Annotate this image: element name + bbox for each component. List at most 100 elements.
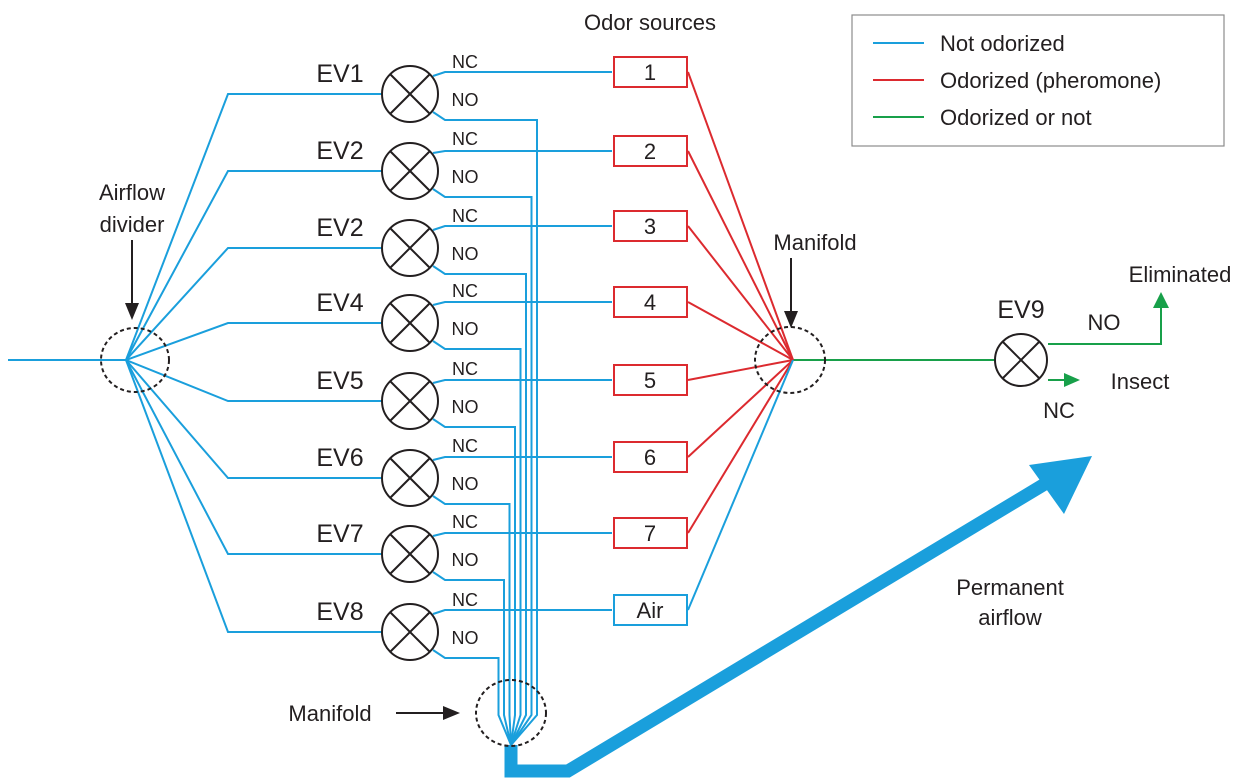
no-label-5: NO — [452, 397, 479, 417]
valve-ev9 — [994, 333, 1048, 387]
odor-source-box-1 — [613, 56, 688, 88]
nc-line-2 — [432, 150, 612, 154]
permanent-airflow-arrowhead — [1029, 456, 1092, 514]
airflow-divider-circle — [100, 327, 170, 393]
odor-source-box-5 — [613, 364, 688, 396]
valve-label-7: EV7 — [316, 520, 363, 548]
valve-cross-b-7 — [389, 533, 431, 575]
valve-label-4: EV4 — [316, 289, 363, 317]
valve-label-1: EV1 — [316, 60, 363, 88]
odor-source-box-3 — [613, 210, 688, 242]
odor-source-label-1: 1 — [644, 60, 656, 85]
bottom-manifold-pointer-head — [443, 706, 460, 720]
valve-7 — [381, 525, 439, 583]
nc-line-1 — [432, 71, 612, 77]
nc-label-5: NC — [452, 359, 478, 379]
odor-sources-label: Odor sources — [584, 10, 716, 35]
source-to-manifold-1 — [687, 71, 794, 361]
odor-source-label-7: 7 — [644, 521, 656, 546]
permanent-airflow-label-1: Permanent — [956, 575, 1064, 600]
divider-branch-2 — [125, 170, 382, 361]
valve-label-8: EV8 — [316, 598, 363, 626]
right-manifold-circle — [754, 326, 826, 394]
odor-source-label-3: 3 — [644, 214, 656, 239]
permanent-airflow-arrow-shaft — [504, 467, 1067, 778]
odor-source-box-6 — [613, 441, 688, 473]
nc-line-4 — [432, 301, 612, 306]
source-to-manifold-5 — [687, 359, 794, 381]
no-label-7: NO — [452, 550, 479, 570]
divider-branch-7 — [125, 359, 382, 555]
valve-label-6: EV6 — [316, 444, 363, 472]
valve-8 — [381, 603, 439, 661]
valve-cross-b-1 — [389, 73, 431, 115]
manifold-bottom-label: Manifold — [288, 701, 371, 726]
no-line-6 — [432, 495, 512, 746]
divider-branch-1 — [125, 93, 382, 361]
valve-label-2: EV2 — [316, 137, 363, 165]
valve-ev9-cross-b — [1002, 341, 1040, 379]
nc-line-8 — [432, 609, 612, 615]
no-line-7 — [432, 571, 512, 746]
source-to-manifold-2 — [687, 150, 794, 361]
legend-label-1: Not odorized — [940, 31, 1065, 56]
ev9-label: EV9 — [997, 296, 1044, 324]
odor-source-label-5: 5 — [644, 368, 656, 393]
divider-branch-8 — [125, 359, 382, 633]
no-label-3: NO — [452, 244, 479, 264]
no-label-1: NO — [452, 90, 479, 110]
ev9-no-label: NO — [1088, 310, 1121, 335]
valve-3 — [381, 219, 439, 277]
no-label-8: NO — [452, 628, 479, 648]
divider-branch-5 — [125, 359, 382, 402]
junctions — [100, 326, 826, 747]
divider-pointer-head — [125, 303, 139, 320]
odor-source-label-4: 4 — [644, 290, 656, 315]
no-label-4: NO — [452, 319, 479, 339]
manifold-right-label: Manifold — [773, 230, 856, 255]
source-to-manifold-3 — [687, 225, 794, 361]
nc-label-8: NC — [452, 590, 478, 610]
odor-source-box-2 — [613, 135, 688, 167]
nc-line-5 — [432, 379, 612, 384]
valve-cross-b-4 — [389, 302, 431, 344]
no-line-8 — [432, 649, 512, 746]
source-to-manifold-6 — [687, 359, 794, 458]
output-lines — [8, 292, 1169, 778]
airflow-divider-label-2: divider — [100, 212, 165, 237]
ev9-nc-label: NC — [1043, 398, 1075, 423]
no-line-2 — [432, 188, 533, 746]
odor-source-label-6: 6 — [644, 445, 656, 470]
valve-label-3: EV2 — [316, 214, 363, 242]
nc-label-7: NC — [452, 512, 478, 532]
legend-label-2: Odorized (pheromone) — [940, 68, 1161, 93]
valve-4 — [381, 294, 439, 352]
no-line-5 — [432, 418, 516, 746]
no-line-4 — [432, 340, 522, 746]
airflow-divider-label-1: Airflow — [99, 180, 165, 205]
valve-2 — [381, 142, 439, 200]
nc-line-7 — [432, 532, 612, 537]
divider-branch-4 — [125, 322, 382, 361]
eliminated-arrowhead — [1153, 292, 1169, 308]
odor-source-box-4 — [613, 286, 688, 318]
insect-label: Insect — [1111, 369, 1170, 394]
source-to-manifold-4 — [687, 301, 794, 361]
odor-source-label-2: 2 — [644, 139, 656, 164]
insect-arrowhead — [1064, 373, 1080, 387]
divider-branch-6 — [125, 359, 382, 479]
manifold-pointer-head — [784, 311, 798, 328]
nc-line-3 — [432, 225, 612, 231]
nc-label-6: NC — [452, 436, 478, 456]
nc-label-4: NC — [452, 281, 478, 301]
odor-source-box-8 — [613, 594, 688, 626]
